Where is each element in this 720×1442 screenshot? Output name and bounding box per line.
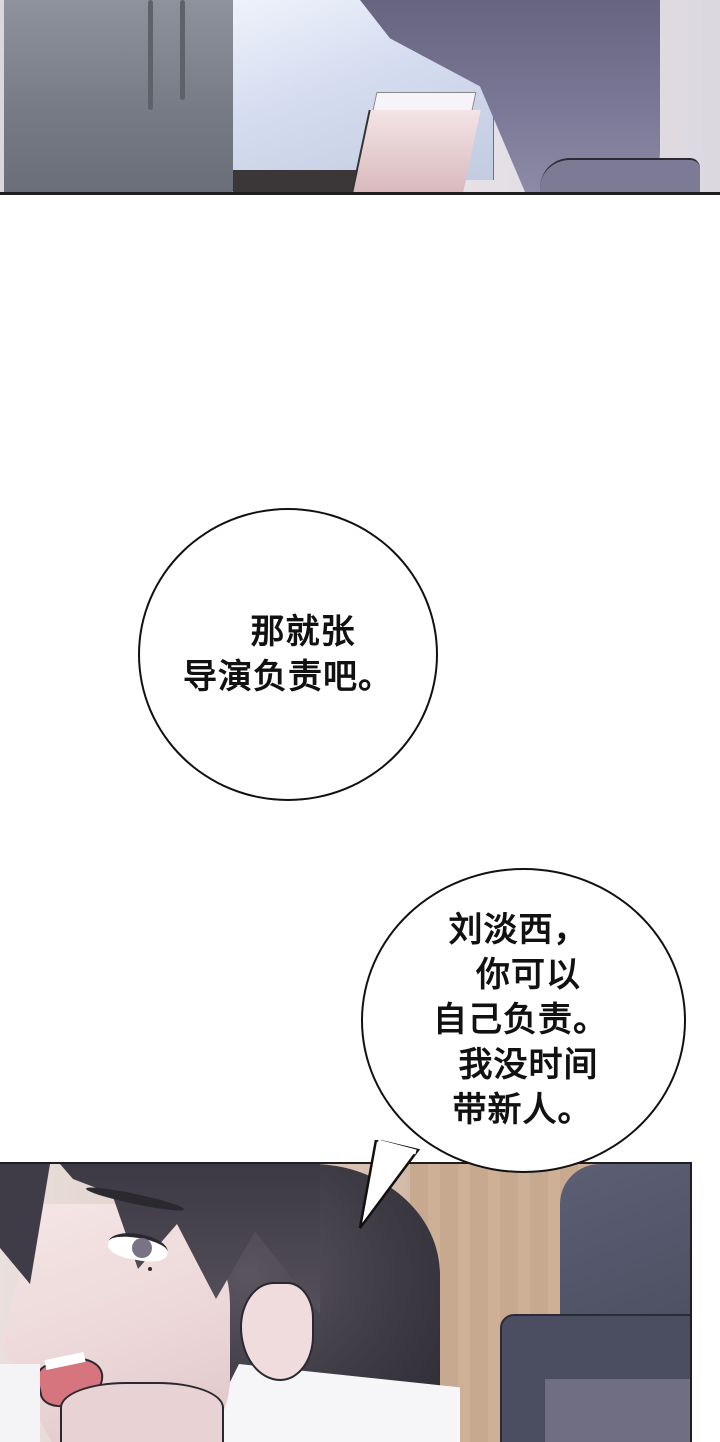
comic-panel-top: [0, 0, 720, 195]
bubble-2-line-4: 我没时间: [458, 1045, 599, 1085]
forearm: [351, 110, 481, 192]
ear: [240, 1282, 314, 1381]
hand-on-chin: [60, 1382, 224, 1442]
shirt-left: [0, 1364, 40, 1442]
bubble-1-line-1: 那就张: [250, 611, 356, 652]
bubble-1-line-2: 导演负责吧。: [183, 656, 393, 697]
speech-bubble-1: 那就张 导演负责吧。: [138, 508, 438, 801]
comic-panel-bottom: [0, 1162, 692, 1442]
speech-bubble-tail: [358, 1140, 421, 1229]
dark-trousers: [233, 170, 373, 192]
bubble-2-line-1: 刘淡西，: [448, 910, 589, 950]
bubble-2-line-2: 你可以: [476, 955, 581, 995]
bubble-2-line-3: 自己负责。: [433, 1000, 608, 1040]
grey-hoodie-sleeve: [4, 0, 236, 192]
iris: [132, 1238, 152, 1258]
speech-bubble-2: 刘淡西， 你可以 自己负责。 我没时间 带新人。: [361, 868, 686, 1173]
hoodie-drawstring: [180, 0, 185, 100]
mole: [148, 1267, 152, 1271]
bubble-2-line-5: 带新人。: [452, 1090, 593, 1130]
monitor-screen: [545, 1379, 690, 1442]
suit-jacket-hem: [540, 158, 700, 192]
hoodie-drawstring: [148, 0, 153, 110]
